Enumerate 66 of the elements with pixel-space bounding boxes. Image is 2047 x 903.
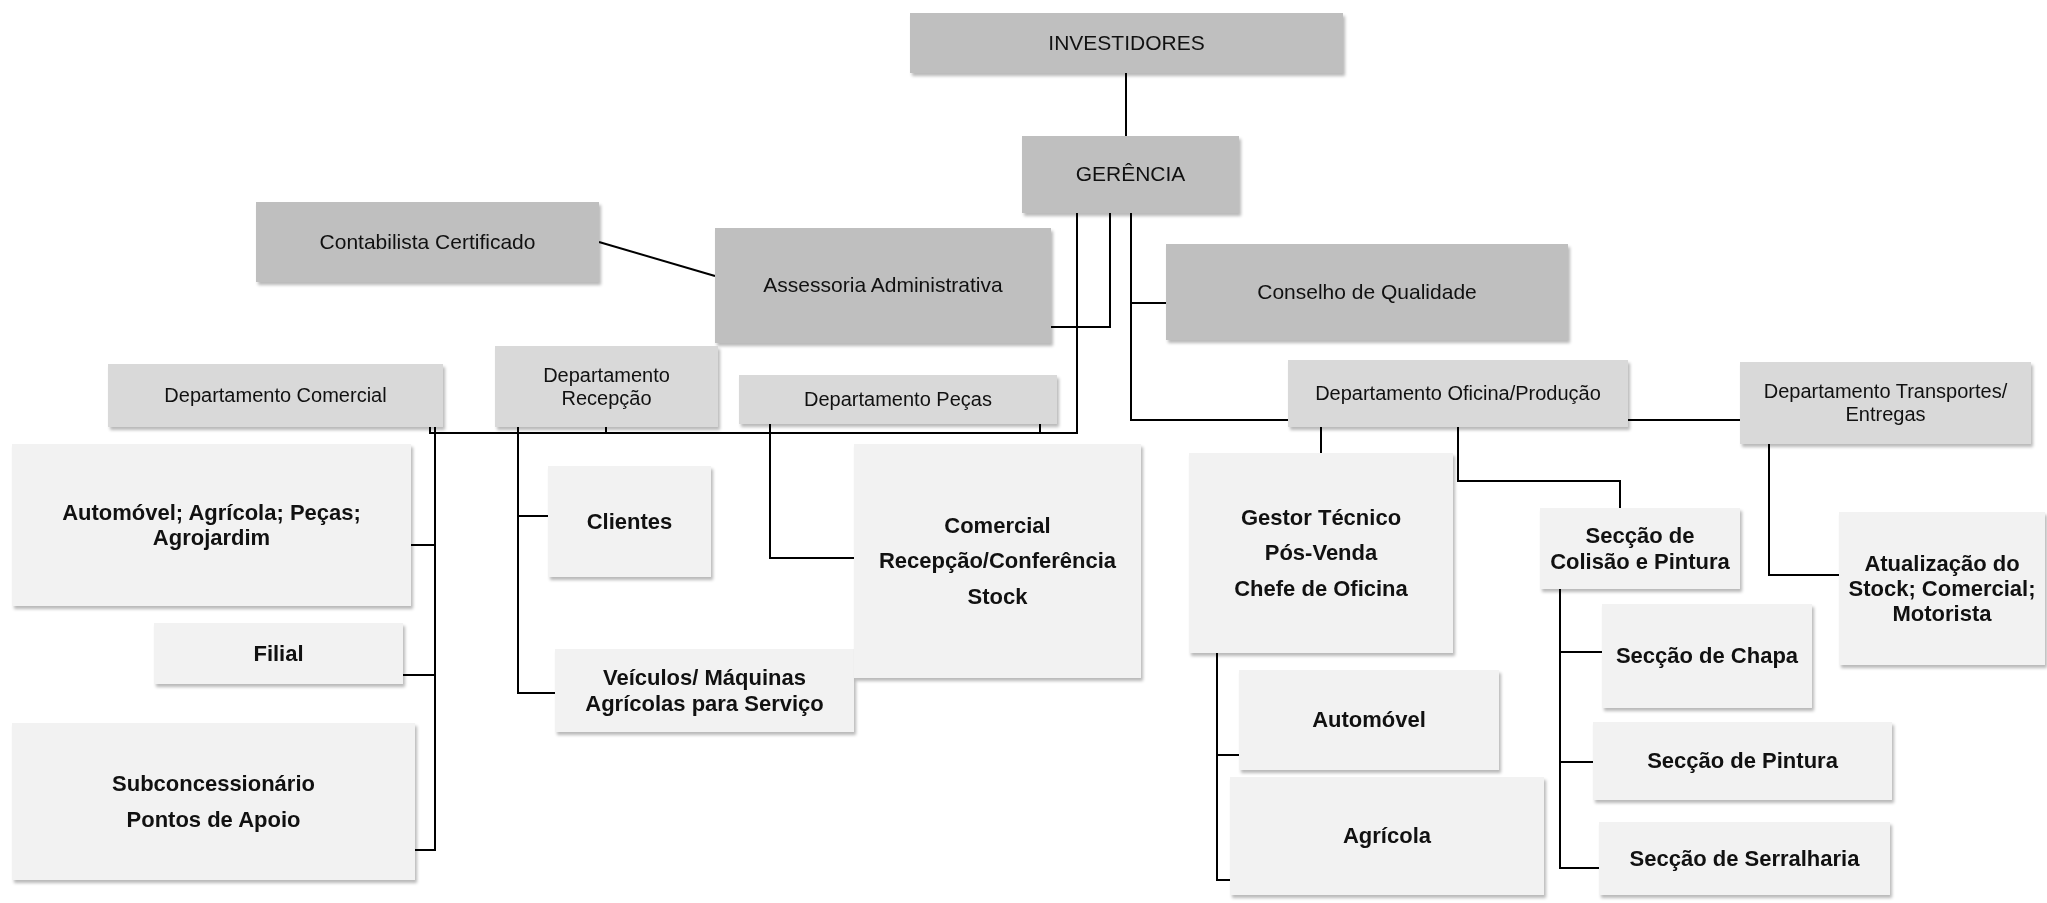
box-label: INVESTIDORES [1048, 30, 1205, 56]
box-label: Veículos/ Máquinas Agrícolas para Serviço [584, 665, 825, 716]
org-box [495, 346, 718, 427]
box-label: Departamento Transportes/ Entregas [1762, 380, 2009, 426]
connector-line [598, 241, 716, 277]
box-label: GERÊNCIA [1075, 162, 1186, 187]
box-label: Conselho de Qualidade [1257, 279, 1477, 305]
box-label: Contabilista Certificado [319, 229, 536, 255]
connector-line [1320, 426, 1322, 454]
org-box [1166, 244, 1568, 340]
connector-line [1216, 652, 1231, 881]
org-box [715, 228, 1051, 343]
org-box [1189, 453, 1453, 653]
org-box [854, 444, 1141, 678]
box-label: Assessoria Administrativa [763, 273, 1003, 298]
box-label: Atualização do Stock; Comercial; Motorista [1847, 550, 2037, 627]
connector-line [769, 423, 855, 559]
box-label: Stock [967, 583, 1028, 609]
connector-line [517, 426, 556, 694]
org-box [256, 202, 599, 282]
org-box [1022, 136, 1239, 213]
box-label: Departamento Comercial [164, 384, 387, 407]
box-label: Chefe de Oficina [1234, 575, 1408, 601]
box-label: Secção de Pintura [1647, 748, 1838, 774]
box-label: Departamento Recepção [542, 363, 671, 410]
org-box [1288, 360, 1628, 427]
box-label: Clientes [586, 508, 673, 535]
box-label: Departamento Peças [804, 388, 992, 411]
org-box [1540, 508, 1740, 589]
org-box [12, 444, 411, 606]
connector-line [1627, 419, 1741, 421]
box-label: Pontos de Apoio [126, 806, 301, 832]
org-box [1593, 722, 1892, 800]
box-label: Filial [253, 640, 304, 667]
org-box [1740, 362, 2031, 444]
org-box [1239, 670, 1499, 770]
org-box [12, 723, 415, 880]
box-label: Agrícola [1343, 823, 1431, 849]
box-label: Gestor Técnico [1240, 505, 1402, 531]
connector-line [1768, 443, 1840, 576]
box-label: Subconcessionário [112, 771, 315, 797]
connector-line [1457, 426, 1621, 509]
org-box [154, 623, 403, 684]
org-box [910, 13, 1343, 73]
box-label: Secção de Serralharia [1629, 845, 1860, 872]
org-box [739, 375, 1057, 424]
org-box [1230, 777, 1544, 895]
connector-line [1125, 72, 1127, 137]
box-label: Recepção/Conferência [878, 548, 1117, 574]
box-label: Automóvel [1312, 707, 1426, 733]
org-box [555, 649, 854, 732]
box-label: Secção de Colisão e Pintura [1549, 523, 1731, 574]
connector-line [1050, 212, 1111, 328]
org-box [548, 466, 711, 577]
org-box [1599, 822, 1890, 895]
box-label: Comercial [944, 513, 1051, 539]
org-box [108, 364, 443, 427]
org-box [1839, 512, 2045, 665]
connector-line [1130, 212, 1289, 421]
box-label: Automóvel; Agrícola; Peças; Agrojardim [61, 499, 362, 551]
connector-line [1039, 212, 1078, 434]
connector-line [1559, 588, 1600, 869]
box-label: Departamento Oficina/Produção [1315, 382, 1601, 405]
org-box [1602, 604, 1812, 708]
box-label: Secção de Chapa [1615, 643, 1799, 669]
box-label: Pós-Venda [1264, 540, 1378, 566]
